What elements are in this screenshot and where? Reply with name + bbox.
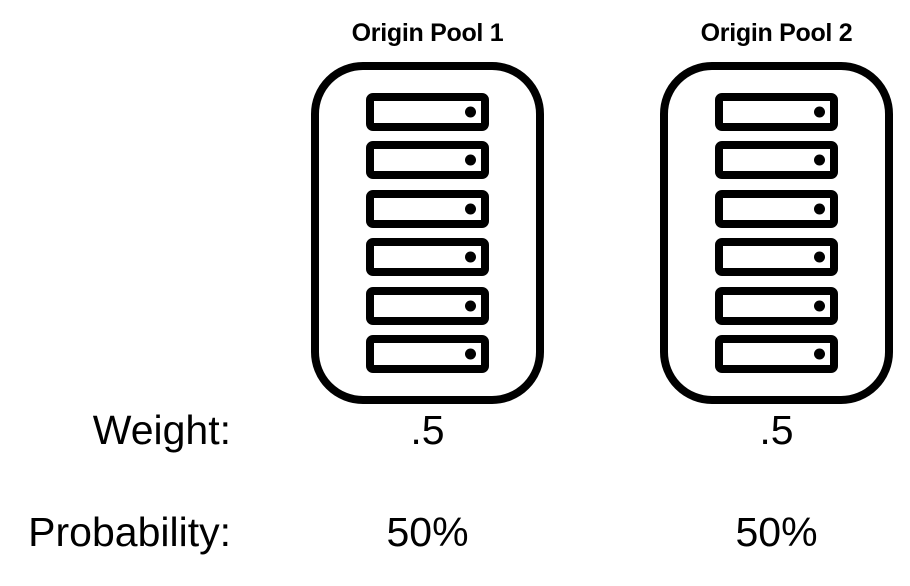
server-icon (366, 238, 489, 277)
server-indicator-dot (814, 300, 825, 312)
pool-1-title: Origin Pool 1 (351, 19, 504, 47)
server-indicator-dot (465, 300, 476, 312)
server-icon (366, 189, 489, 228)
weight-row-label: Weight: (92, 407, 231, 453)
server-indicator-dot (814, 348, 825, 360)
server-icon (366, 92, 489, 131)
server-icon (715, 286, 838, 325)
server-indicator-dot (814, 106, 825, 118)
server-icon (715, 189, 838, 228)
weight-value-pool-2: .5 (759, 407, 794, 453)
server-indicator-dot (465, 154, 476, 166)
pool-2-box (660, 62, 893, 404)
probability-row-label: Probability: (28, 509, 231, 555)
server-icon (715, 92, 838, 131)
server-icon (715, 238, 838, 277)
server-icon (366, 141, 489, 180)
server-icon (366, 286, 489, 325)
pool-2-title: Origin Pool 2 (700, 19, 853, 47)
probability-value-pool-1: 50% (386, 509, 469, 555)
pool-1-box (311, 62, 544, 404)
probability-value-pool-2: 50% (735, 509, 818, 555)
weight-value-pool-1: .5 (410, 407, 445, 453)
server-icon (715, 335, 838, 374)
server-indicator-dot (465, 251, 476, 263)
server-indicator-dot (465, 106, 476, 118)
server-indicator-dot (465, 203, 476, 215)
server-indicator-dot (814, 251, 825, 263)
server-indicator-dot (465, 348, 476, 360)
server-icon (715, 141, 838, 180)
server-indicator-dot (814, 203, 825, 215)
server-icon (366, 335, 489, 374)
server-indicator-dot (814, 154, 825, 166)
